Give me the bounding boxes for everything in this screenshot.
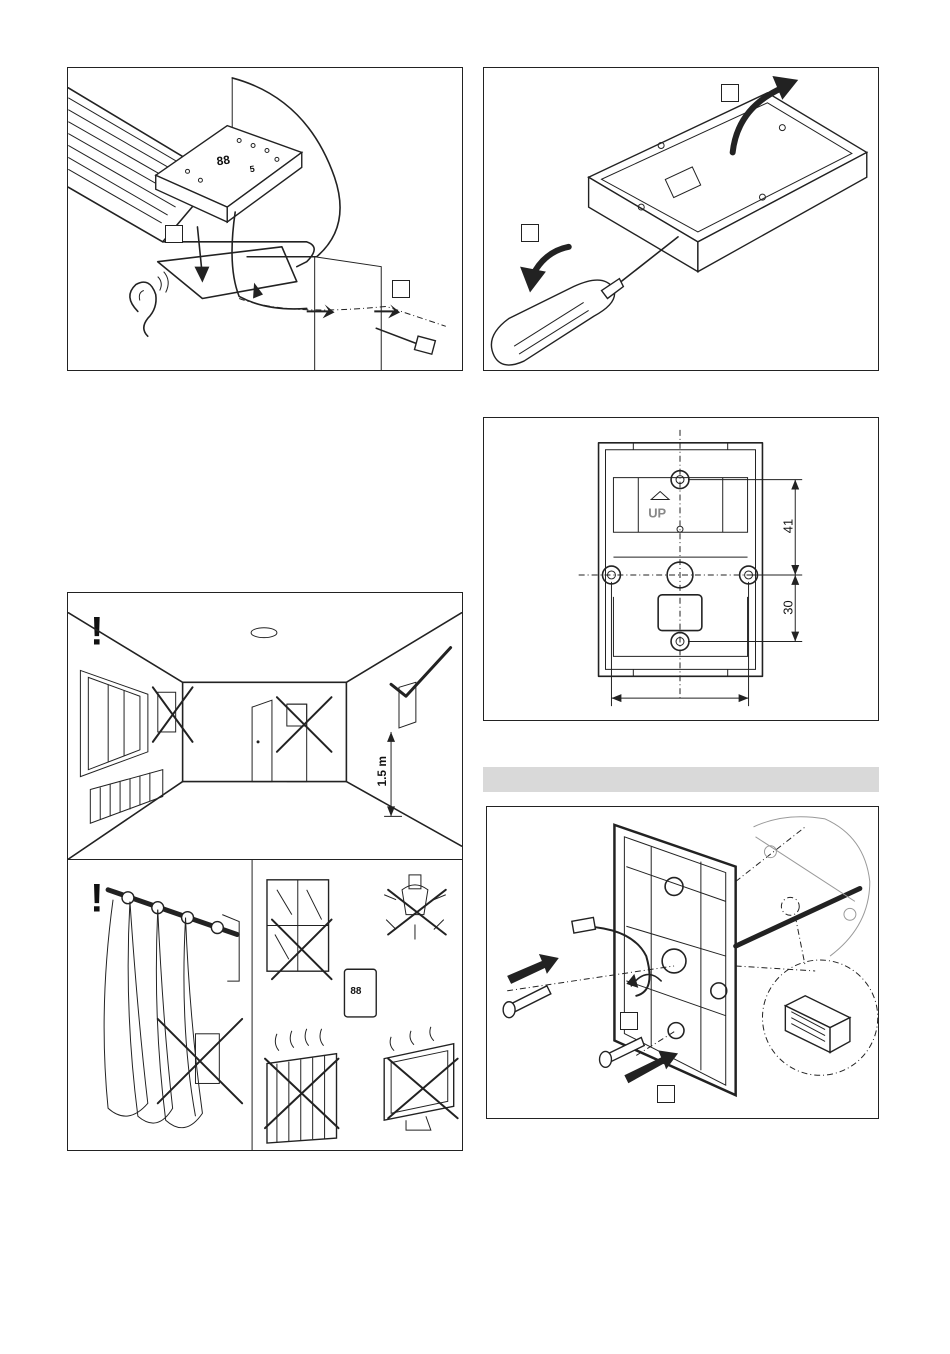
warning-mark-2: ! (90, 877, 103, 921)
step-box-e (620, 1012, 638, 1030)
base-plate-drawing: UP 41 30 (484, 418, 878, 720)
step-box-f (657, 1085, 675, 1103)
step-box-d (521, 224, 539, 242)
step-box-a (165, 225, 183, 243)
thermostat-display-icon: 88 5 (156, 126, 302, 222)
avoid-locations-illustration: ! 88 (68, 860, 462, 1150)
figure-open-cover (483, 67, 879, 371)
radiator-icon (265, 1029, 338, 1143)
step-box-c (721, 84, 739, 102)
svg-text:88: 88 (350, 986, 362, 997)
screwdriver-icon (491, 237, 678, 365)
ear-icon (130, 272, 168, 337)
figure-insert-display: 88 5 (67, 67, 463, 371)
dimension-lower: 30 (780, 600, 795, 614)
window-icon (267, 880, 332, 979)
insert-display-illustration: 88 5 (68, 68, 462, 370)
section-heading-band (483, 767, 879, 792)
curtain-icon (104, 890, 242, 1128)
lightbulb-icon (384, 875, 446, 940)
mount-plate-illustration (487, 807, 878, 1118)
height-label: 1.5 m (375, 756, 389, 786)
dimension-upper: 41 (780, 519, 795, 533)
svg-text:88: 88 (216, 153, 231, 169)
figure-room-placement: ! 1.5 m (67, 592, 463, 860)
figure-avoid-locations: ! 88 (67, 859, 463, 1151)
open-cover-illustration (484, 68, 878, 370)
fan-coil-unit-icon (785, 996, 850, 1053)
warning-mark: ! (90, 610, 103, 654)
step-box-b (392, 280, 410, 298)
monitor-icon (384, 1027, 457, 1130)
figure-base-plate-dimensions: UP 41 30 (483, 417, 879, 721)
up-label: UP (648, 505, 666, 520)
figure-mount-plate (486, 806, 879, 1119)
room-placement-illustration: ! 1.5 m (68, 593, 462, 859)
